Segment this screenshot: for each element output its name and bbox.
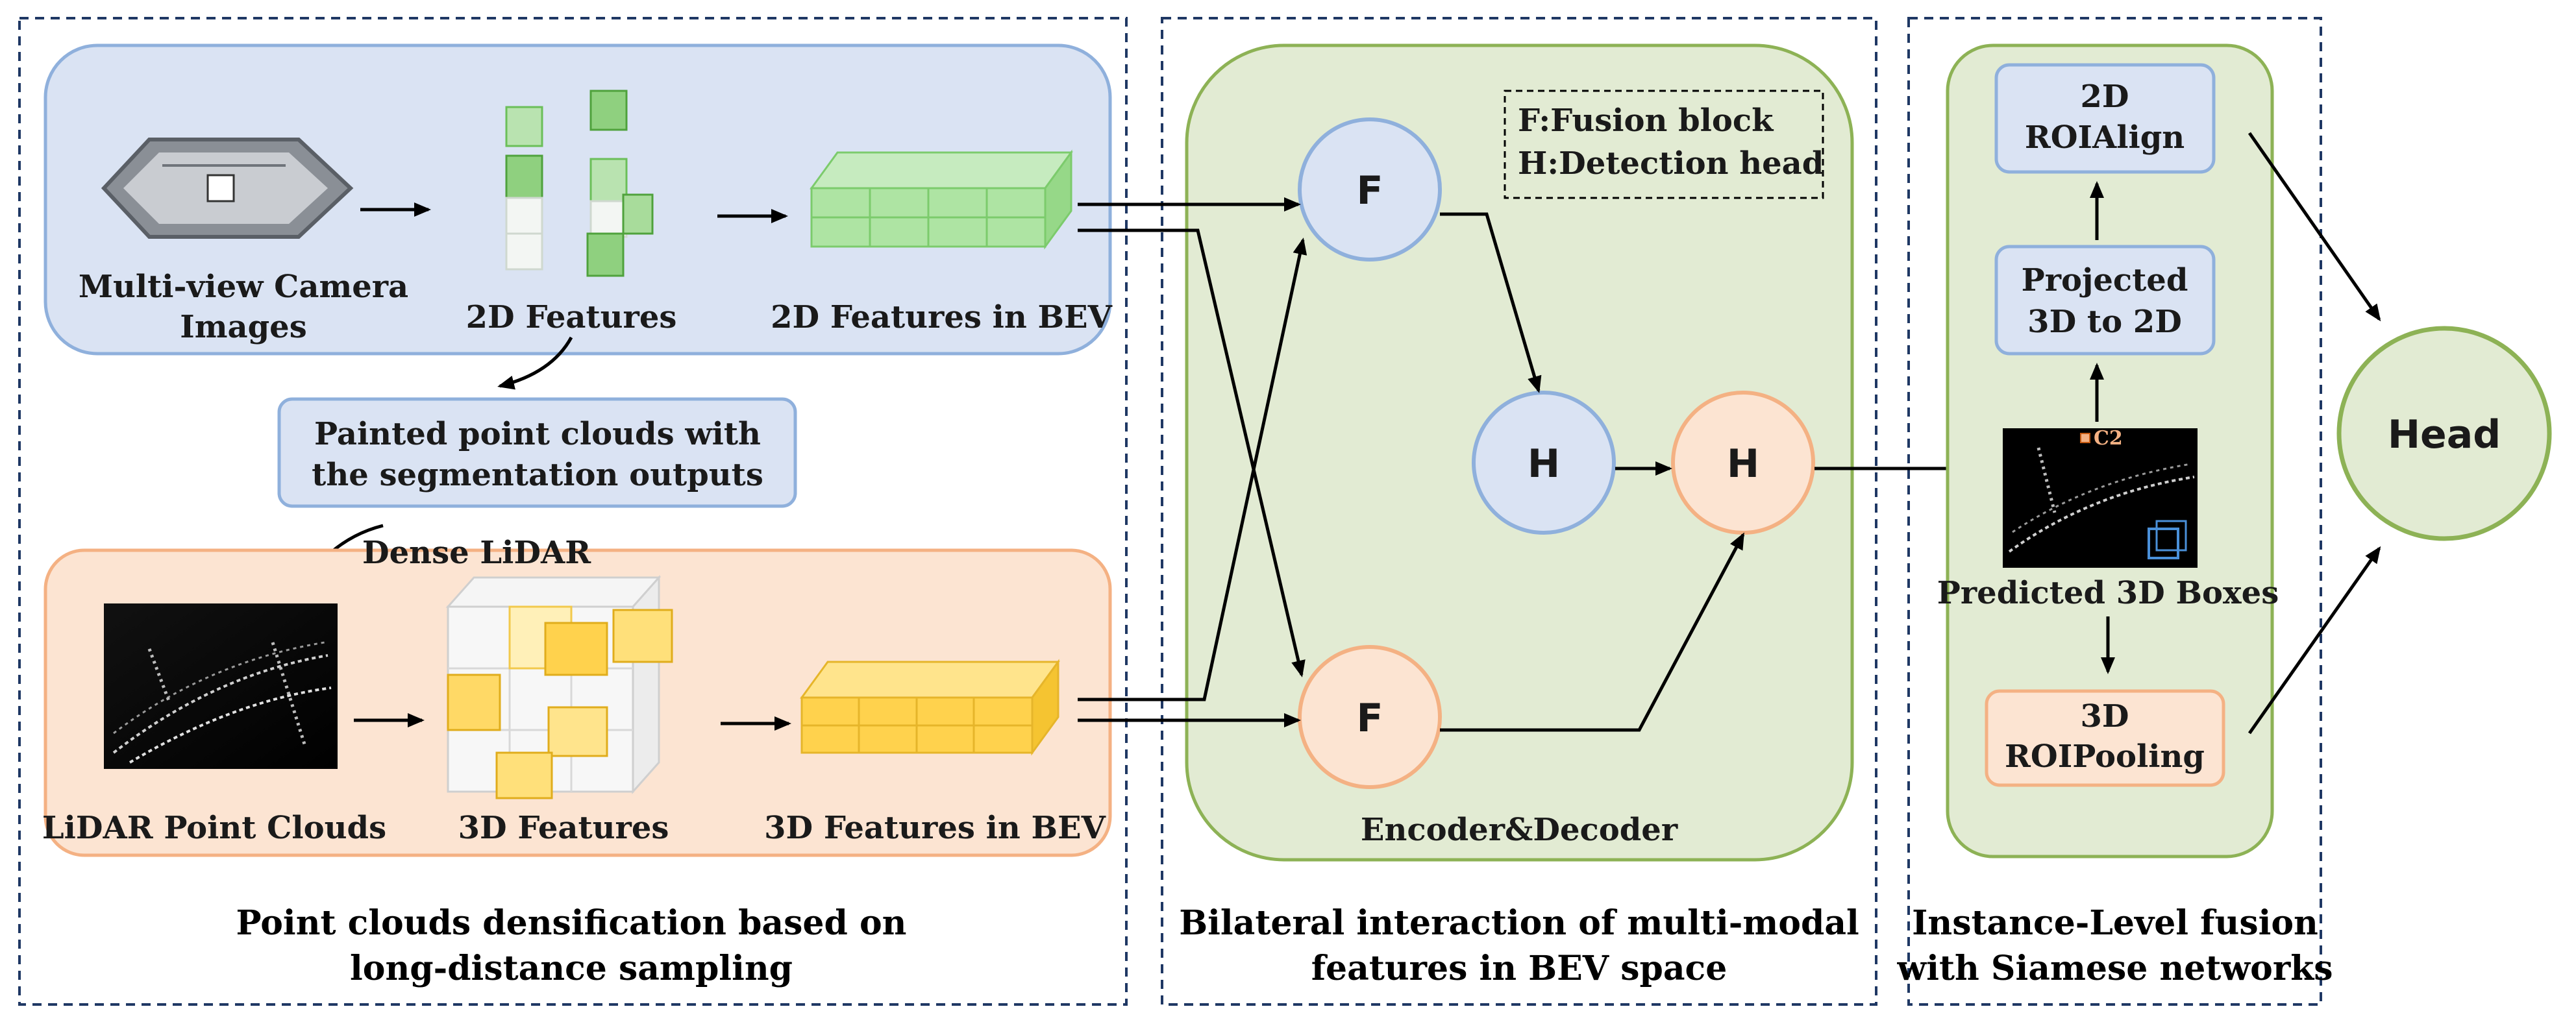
- middle-panel-border: [1161, 17, 1877, 1006]
- arrow-roialign-to-head: [2248, 132, 2381, 322]
- projected-line1: Projected: [2022, 262, 2188, 298]
- right-panel-border: [1907, 17, 2322, 1006]
- arrow-bev3d-to-ftop: [1078, 237, 1307, 701]
- fusion-node-top-label: F: [1357, 168, 1383, 213]
- head-node-blue: [1472, 391, 1616, 535]
- arrow-2d-to-painted: [497, 336, 573, 390]
- projected-box: [1994, 245, 2216, 356]
- arrow-roipooling-to-head: [2248, 546, 2381, 735]
- legend-line1: F:Fusion block: [1518, 103, 1774, 139]
- 2d-features-label: 2D Features: [466, 299, 677, 335]
- painted-box-line2: the segmentation outputs: [312, 457, 763, 493]
- 3d-bev-label: 3D Features in BEV: [764, 810, 1106, 846]
- multi-view-camera-image: [101, 138, 354, 239]
- camera-label-line1: Multi-view Camera: [79, 269, 408, 305]
- 2d-features-graphic: [505, 90, 654, 277]
- roialign-line2: ROIAlign: [2025, 119, 2185, 156]
- lidar-point-cloud-image: [104, 603, 338, 769]
- arrow-bev2d-to-fbottom: [1078, 228, 1306, 677]
- middle-caption-line2: features in BEV space: [1311, 949, 1728, 988]
- roipooling-box: [1985, 689, 2225, 787]
- projected-line2: 3D to 2D: [2027, 304, 2182, 340]
- fusion-node-top: [1298, 117, 1442, 262]
- lidar-label: LiDAR Point Clouds: [42, 810, 386, 846]
- arrow-ftop-to-hblue: [1440, 212, 1542, 393]
- camera-label-line2: Images: [180, 309, 306, 345]
- right-caption-line2: with Siamese networks: [1896, 949, 2333, 988]
- left-caption-line1: Point clouds densification based on: [236, 903, 907, 943]
- encoder-decoder-label: Encoder&Decoder: [1361, 812, 1678, 848]
- painted-box-line1: Painted point clouds with: [314, 416, 761, 452]
- left-caption-line2: long-distance sampling: [350, 949, 793, 988]
- roipooling-line2: ROIPooling: [2005, 738, 2205, 775]
- arrow-fbottom-to-horange: [1440, 532, 1745, 732]
- 3d-features-graphic: [445, 575, 673, 799]
- legend-line2: H:Detection head: [1518, 145, 1824, 182]
- fusion-node-bottom-label: F: [1357, 696, 1383, 741]
- roialign-box: [1994, 63, 2216, 174]
- painted-point-clouds-box: [277, 397, 797, 508]
- roialign-line1: 2D: [2080, 79, 2129, 115]
- 3d-bev-graphic: [800, 659, 1060, 756]
- middle-caption-line1: Bilateral interaction of multi-modal: [1179, 903, 1859, 943]
- right-caption-line1: Instance-Level fusion: [1912, 903, 2318, 943]
- 3d-features-label: 3D Features: [458, 810, 669, 846]
- left-panel-border: [18, 17, 1128, 1006]
- head-node-orange-label: H: [1727, 441, 1759, 487]
- head-node: [2336, 326, 2552, 541]
- predicted-label: Predicted 3D Boxes: [1937, 575, 2279, 611]
- head-node-label: Head: [2388, 412, 2501, 457]
- dense-lidar-label-overlay: Dense LiDAR: [362, 535, 591, 571]
- 2d-bev-graphic: [810, 149, 1073, 250]
- 2d-bev-label: 2D Features in BEV: [771, 299, 1112, 335]
- predicted-3d-boxes-image: [2003, 428, 2198, 568]
- head-node-blue-label: H: [1528, 441, 1560, 487]
- roipooling-line1: 3D: [2080, 698, 2129, 735]
- legend-box: [1504, 90, 1824, 199]
- camera-branch-box: [43, 43, 1112, 356]
- c2-label: C2: [2094, 427, 2123, 450]
